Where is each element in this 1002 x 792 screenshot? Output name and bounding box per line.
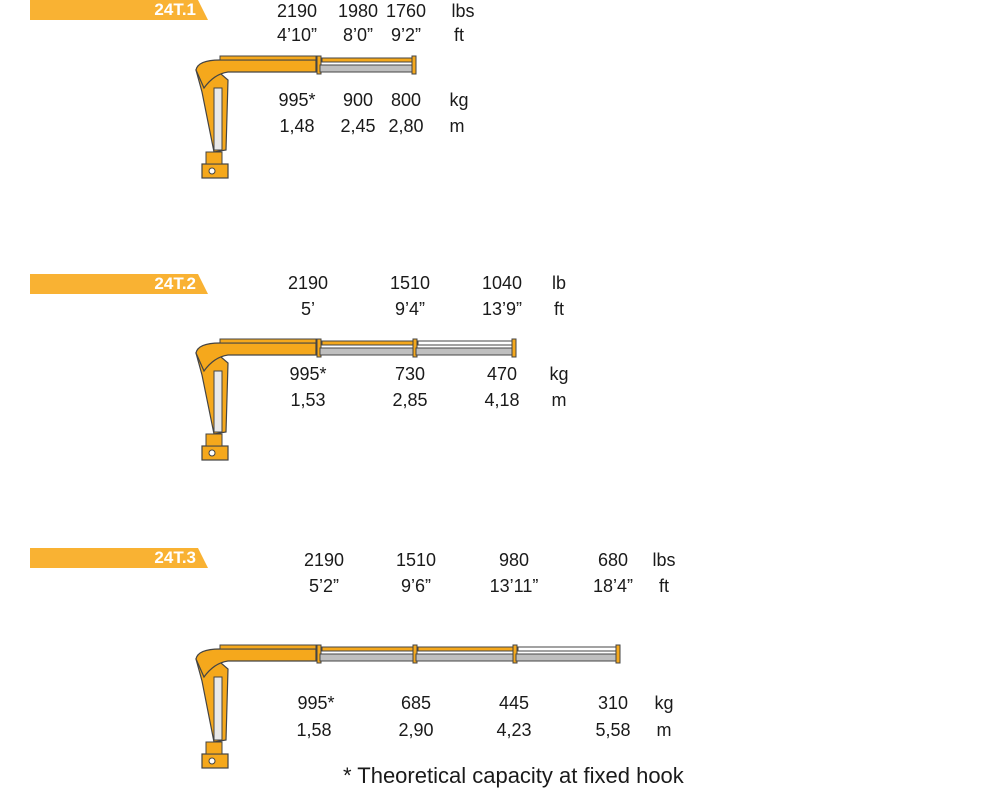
capacity-kg: 685 <box>400 693 432 713</box>
capacity-lbs: 680 <box>597 550 629 570</box>
extension-rail <box>417 646 517 652</box>
config-tag: 24T.2 <box>30 274 208 294</box>
crane-base-bolt <box>208 757 216 765</box>
unit-lbs: lbs <box>652 550 676 570</box>
unit-m: m <box>449 116 465 136</box>
capacity-kg: 730 <box>394 364 426 384</box>
boom-extension <box>319 64 416 73</box>
reach-ft: 13’11” <box>489 576 539 596</box>
capacity-kg: 470 <box>486 364 518 384</box>
boom-extension <box>415 347 516 356</box>
reach-m: 1,48 <box>279 116 315 136</box>
reach-ft: 5’2” <box>308 576 340 596</box>
capacity-lbs: 1510 <box>389 273 431 293</box>
unit-kg: kg <box>654 693 674 713</box>
capacity-lbs: 2190 <box>303 550 345 570</box>
reach-m: 4,18 <box>484 390 520 410</box>
footnote: * Theoretical capacity at fixed hook <box>343 763 684 788</box>
reach-m: 2,80 <box>388 116 424 136</box>
boom-extension <box>515 653 620 662</box>
config-24t3: 24T.3 2190 5’2” 995* 1,58 1510 9’6” 685 … <box>0 548 1002 778</box>
unit-ft: ft <box>553 299 565 319</box>
crane-group <box>195 644 621 769</box>
config-tag: 24T.1 <box>30 0 208 20</box>
reach-ft: 9’4” <box>394 299 426 319</box>
boom-extension <box>415 653 517 662</box>
extension-joint <box>511 338 517 358</box>
capacity-kg: 900 <box>342 90 374 110</box>
capacity-lbs: 1040 <box>481 273 523 293</box>
unit-kg: kg <box>549 364 569 384</box>
capacity-lbs: 1760 <box>385 1 427 21</box>
config-tag: 24T.3 <box>30 548 208 568</box>
crane-group <box>195 55 417 179</box>
boom-extension <box>319 347 417 356</box>
capacity-lbs: 1980 <box>337 1 379 21</box>
reach-ft: 13’9” <box>481 299 523 319</box>
boom-cylinder <box>219 55 317 61</box>
config-24t1: 24T.1 2190 4’10” 995* 1,48 1980 8’0” 900… <box>0 0 1002 190</box>
reach-ft: 4’10” <box>276 25 318 45</box>
crane-base-bolt <box>208 167 216 175</box>
unit-m: m <box>551 390 567 410</box>
extension-joint <box>411 55 417 75</box>
reach-ft: 18’4” <box>592 576 634 596</box>
reach-m: 5,58 <box>595 720 631 740</box>
capacity-lbs: 2190 <box>276 1 318 21</box>
config-tag-label: 24T.3 <box>154 548 196 567</box>
config-tag-label: 24T.2 <box>154 274 196 293</box>
reach-ft: 9’2” <box>390 25 422 45</box>
capacity-kg: 995* <box>278 90 316 110</box>
crane-diagram <box>195 644 621 769</box>
capacity-kg: 310 <box>597 693 629 713</box>
reach-m: 4,23 <box>496 720 532 740</box>
reach-ft: 5’ <box>300 299 316 319</box>
extension-rail <box>321 57 416 63</box>
unit-lbs: lbs <box>451 1 475 21</box>
unit-m: m <box>656 720 672 740</box>
capacity-kg: 995* <box>297 693 335 713</box>
reach-m: 1,53 <box>290 390 326 410</box>
crane-base-bolt <box>208 449 216 457</box>
reach-m: 2,85 <box>392 390 428 410</box>
reach-m: 2,90 <box>398 720 434 740</box>
extension-rail <box>321 646 417 652</box>
crane-slew <box>205 741 223 755</box>
extension-rail <box>321 340 417 346</box>
unit-ft: ft <box>453 25 465 45</box>
config-24t2: 24T.2 2190 5’ 995* 1,53 1510 9’4” 730 2,… <box>0 273 1002 474</box>
capacity-kg: 445 <box>498 693 530 713</box>
unit-ft: ft <box>658 576 670 596</box>
reach-ft: 9’6” <box>400 576 432 596</box>
crane-cylinder <box>213 87 223 151</box>
reach-m: 2,45 <box>340 116 376 136</box>
crane-cylinder <box>213 370 223 433</box>
crane-slew <box>205 433 223 447</box>
capacity-lbs: 2190 <box>287 273 329 293</box>
capacity-kg: 800 <box>390 90 422 110</box>
crane-slew <box>205 151 223 165</box>
boom-cylinder <box>219 644 317 650</box>
extension-joint <box>615 644 621 664</box>
capacity-lbs: 980 <box>498 550 530 570</box>
extension-rail <box>517 646 620 652</box>
boom-extension <box>319 653 417 662</box>
reach-m: 1,58 <box>296 720 332 740</box>
unit-kg: kg <box>449 90 469 110</box>
boom-cylinder <box>219 338 317 344</box>
crane-group <box>195 338 517 461</box>
crane-diagram <box>195 55 417 179</box>
crane-cylinder <box>213 676 223 741</box>
capacity-kg: 995* <box>289 364 327 384</box>
extension-rail <box>417 340 516 346</box>
crane-diagram <box>195 338 517 461</box>
config-tag-label: 24T.1 <box>154 0 196 19</box>
unit-lb: lb <box>551 273 567 293</box>
capacity-lbs: 1510 <box>395 550 437 570</box>
reach-ft: 8’0” <box>342 25 374 45</box>
